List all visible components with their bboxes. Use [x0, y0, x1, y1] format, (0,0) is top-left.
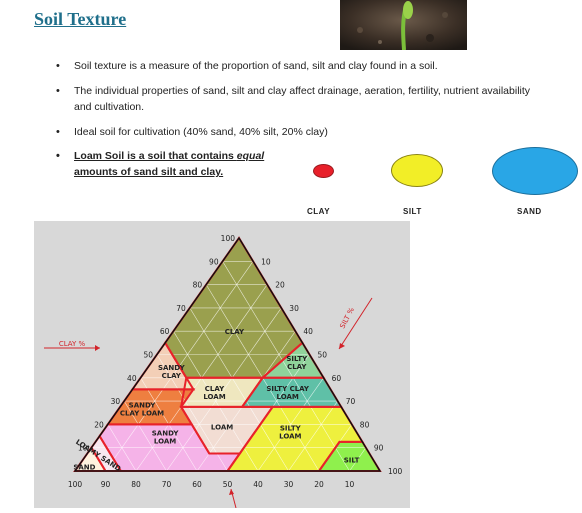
- clay-tick-label: 80: [193, 281, 203, 290]
- silt-tick-label: 80: [360, 420, 370, 429]
- region-loamy-sand: [91, 436, 121, 471]
- clay-tick-label: 30: [111, 397, 121, 406]
- silt-tick-label: 60: [332, 374, 342, 383]
- bullet-item: The individual properties of sand, silt …: [52, 83, 532, 115]
- clay-particle-label: CLAY: [307, 207, 331, 216]
- silt-particle-dot: [391, 154, 443, 187]
- region-silty-clay: [262, 342, 324, 378]
- clay-tick-label: 10: [78, 444, 88, 453]
- sand-tick-label: 60: [192, 480, 202, 489]
- sand-tick-label: 100: [68, 480, 83, 489]
- silt-tick-label: 40: [303, 327, 313, 336]
- grid-line: [123, 400, 167, 472]
- silt-tick-label: 100: [388, 467, 403, 476]
- region-label: SAND: [73, 463, 95, 471]
- silt-tick-label: 10: [261, 257, 271, 266]
- sand-particle-dot: [492, 147, 578, 195]
- region-sand: [75, 447, 106, 471]
- region-loam: [181, 406, 273, 454]
- sand-tick-label: 90: [101, 480, 111, 489]
- clay-tick-label: 50: [143, 351, 153, 360]
- bullet-list: Soil texture is a measure of the proport…: [52, 58, 532, 189]
- silt-tick-label: 20: [275, 281, 285, 290]
- page-title: Soil Texture: [34, 9, 127, 29]
- sand-tick-label: 20: [314, 480, 324, 489]
- region-silty-loam: [227, 406, 363, 471]
- grid-line: [107, 424, 137, 472]
- region-label: SILT: [344, 456, 360, 464]
- silt-tick-label: 90: [374, 444, 384, 453]
- silt-particle-label: SILT: [403, 207, 422, 216]
- sand-tick-label: 30: [284, 480, 294, 489]
- silt-tick-label: 50: [318, 351, 328, 360]
- grid-line: [166, 307, 282, 472]
- clay-particle-dot: [313, 164, 334, 178]
- soil-texture-triangle-chart: 10 20 30 40 50 60 70 80 90 100 10 20 30 40 50 60 70 80 90 1…: [34, 221, 410, 509]
- region-label: LOAM: [211, 424, 233, 432]
- grid-line: [222, 261, 350, 472]
- grid-line: [349, 447, 367, 472]
- sand-tick-label: 10: [345, 480, 355, 489]
- sand-tick-label: 40: [253, 480, 263, 489]
- bullet-item: Soil texture is a measure of the proport…: [52, 58, 532, 74]
- clay-tick-label: 40: [127, 374, 137, 383]
- sand-tick-label: 80: [131, 480, 141, 489]
- silt-tick-label: 70: [346, 397, 356, 406]
- grid-line: [288, 400, 338, 472]
- soil-seedling-photo: [340, 0, 467, 50]
- sand-particle-label: SAND: [517, 207, 542, 216]
- silt-tick-label: 30: [289, 304, 299, 313]
- clay-tick-label: 100: [221, 234, 236, 243]
- clay-tick-label: 90: [209, 257, 219, 266]
- grid-line: [189, 307, 289, 472]
- clay-tick-label: 60: [160, 327, 170, 336]
- sand-tick-label: 50: [223, 480, 233, 489]
- bullet-item-loam: Loam Soil is a soil that contains equala…: [52, 148, 304, 180]
- region-label: CLAY: [225, 328, 245, 336]
- bullet-item: Ideal soil for cultivation (40% sand, 40…: [52, 124, 532, 140]
- clay-tick-label: 20: [94, 420, 104, 429]
- clay-tick-label: 70: [176, 304, 186, 313]
- sand-tick-label: 70: [162, 480, 172, 489]
- grid-line: [156, 354, 228, 472]
- clay-axis-label: CLAY %: [59, 340, 86, 348]
